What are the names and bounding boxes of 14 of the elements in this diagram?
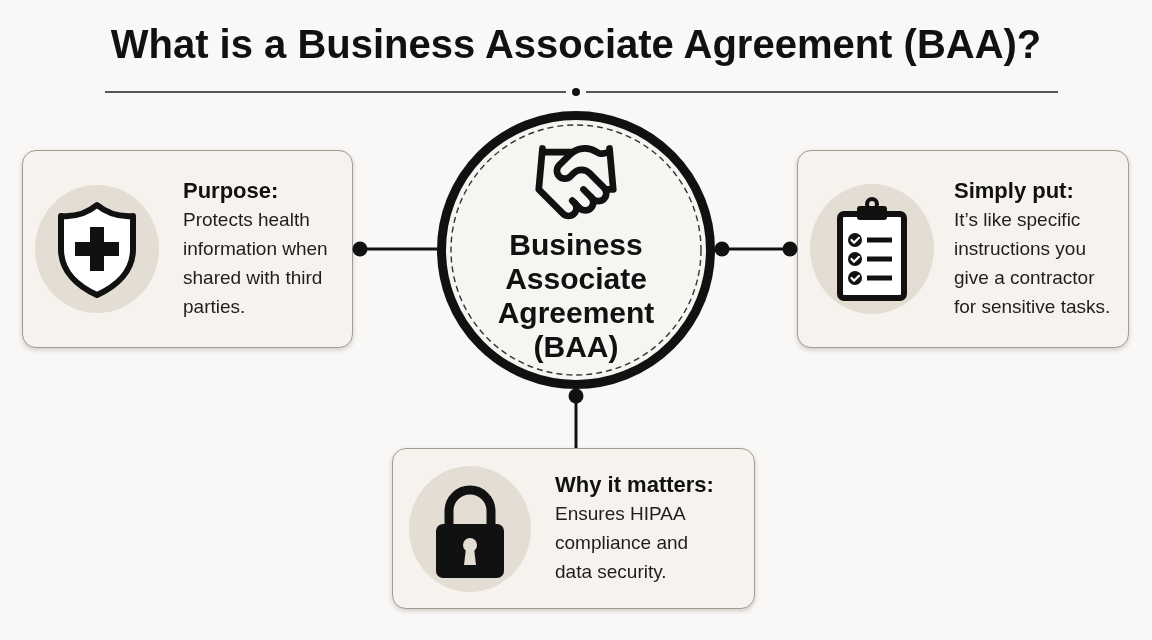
title: What is a Business Associate Agreement (BAA)? bbox=[110, 21, 1042, 68]
info-card bbox=[392, 448, 755, 609]
card-description: Ensures HIPAA compliance and data security. bbox=[555, 502, 690, 584]
connector-line bbox=[568, 388, 584, 448]
card-description: Protects health information when shared with third parties. bbox=[183, 208, 329, 319]
card-description: It’s like specific instructions you give a contractor for sensitive tasks. bbox=[954, 208, 1112, 319]
connector-line bbox=[352, 241, 437, 257]
card-heading: Why it matters: bbox=[555, 471, 715, 499]
info-card bbox=[22, 150, 353, 348]
circle-title: Business Associate Agreement (BAA) bbox=[496, 228, 656, 364]
card-heading: Purpose: bbox=[183, 177, 280, 205]
info-card bbox=[797, 150, 1129, 348]
connector-line bbox=[714, 241, 798, 257]
card-heading: Simply put: bbox=[954, 177, 1075, 205]
